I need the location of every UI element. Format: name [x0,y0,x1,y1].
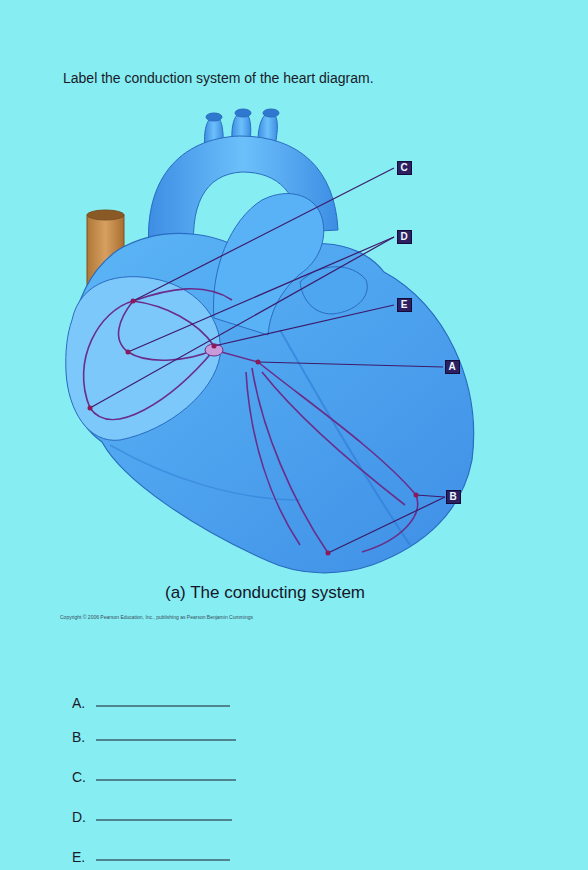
callout-box: B [446,490,461,504]
callout-box: C [397,161,412,175]
answer-letter: D. [72,809,86,825]
right-atrium [66,277,221,441]
answer-letter: C. [72,769,86,785]
callout-box: D [397,230,412,244]
callout-box: E [397,298,412,312]
interventricular-groove [280,330,410,545]
answer-blanks [96,706,236,860]
answer-letter: A. [72,695,85,711]
av-node [205,344,223,356]
leader-lines [90,168,445,553]
pulmonary-trunk [213,194,323,335]
conducting-pathways [84,289,418,553]
callout-letter: E [398,299,411,310]
copyright-note: Copyright © 2006 Pearson Education, Inc.… [60,615,253,621]
callout-box: A [445,360,460,374]
callout-letter: A [446,361,459,372]
title: Label the conduction system of the heart… [63,70,374,86]
leader-dots [88,299,419,556]
callout-letter: C [398,162,411,173]
caption: (a) The conducting system [165,583,365,603]
callout-letter: D [398,231,411,242]
answer-letter: E. [72,849,85,865]
answer-letter: B. [72,729,85,745]
callout-letter: B [447,491,460,502]
